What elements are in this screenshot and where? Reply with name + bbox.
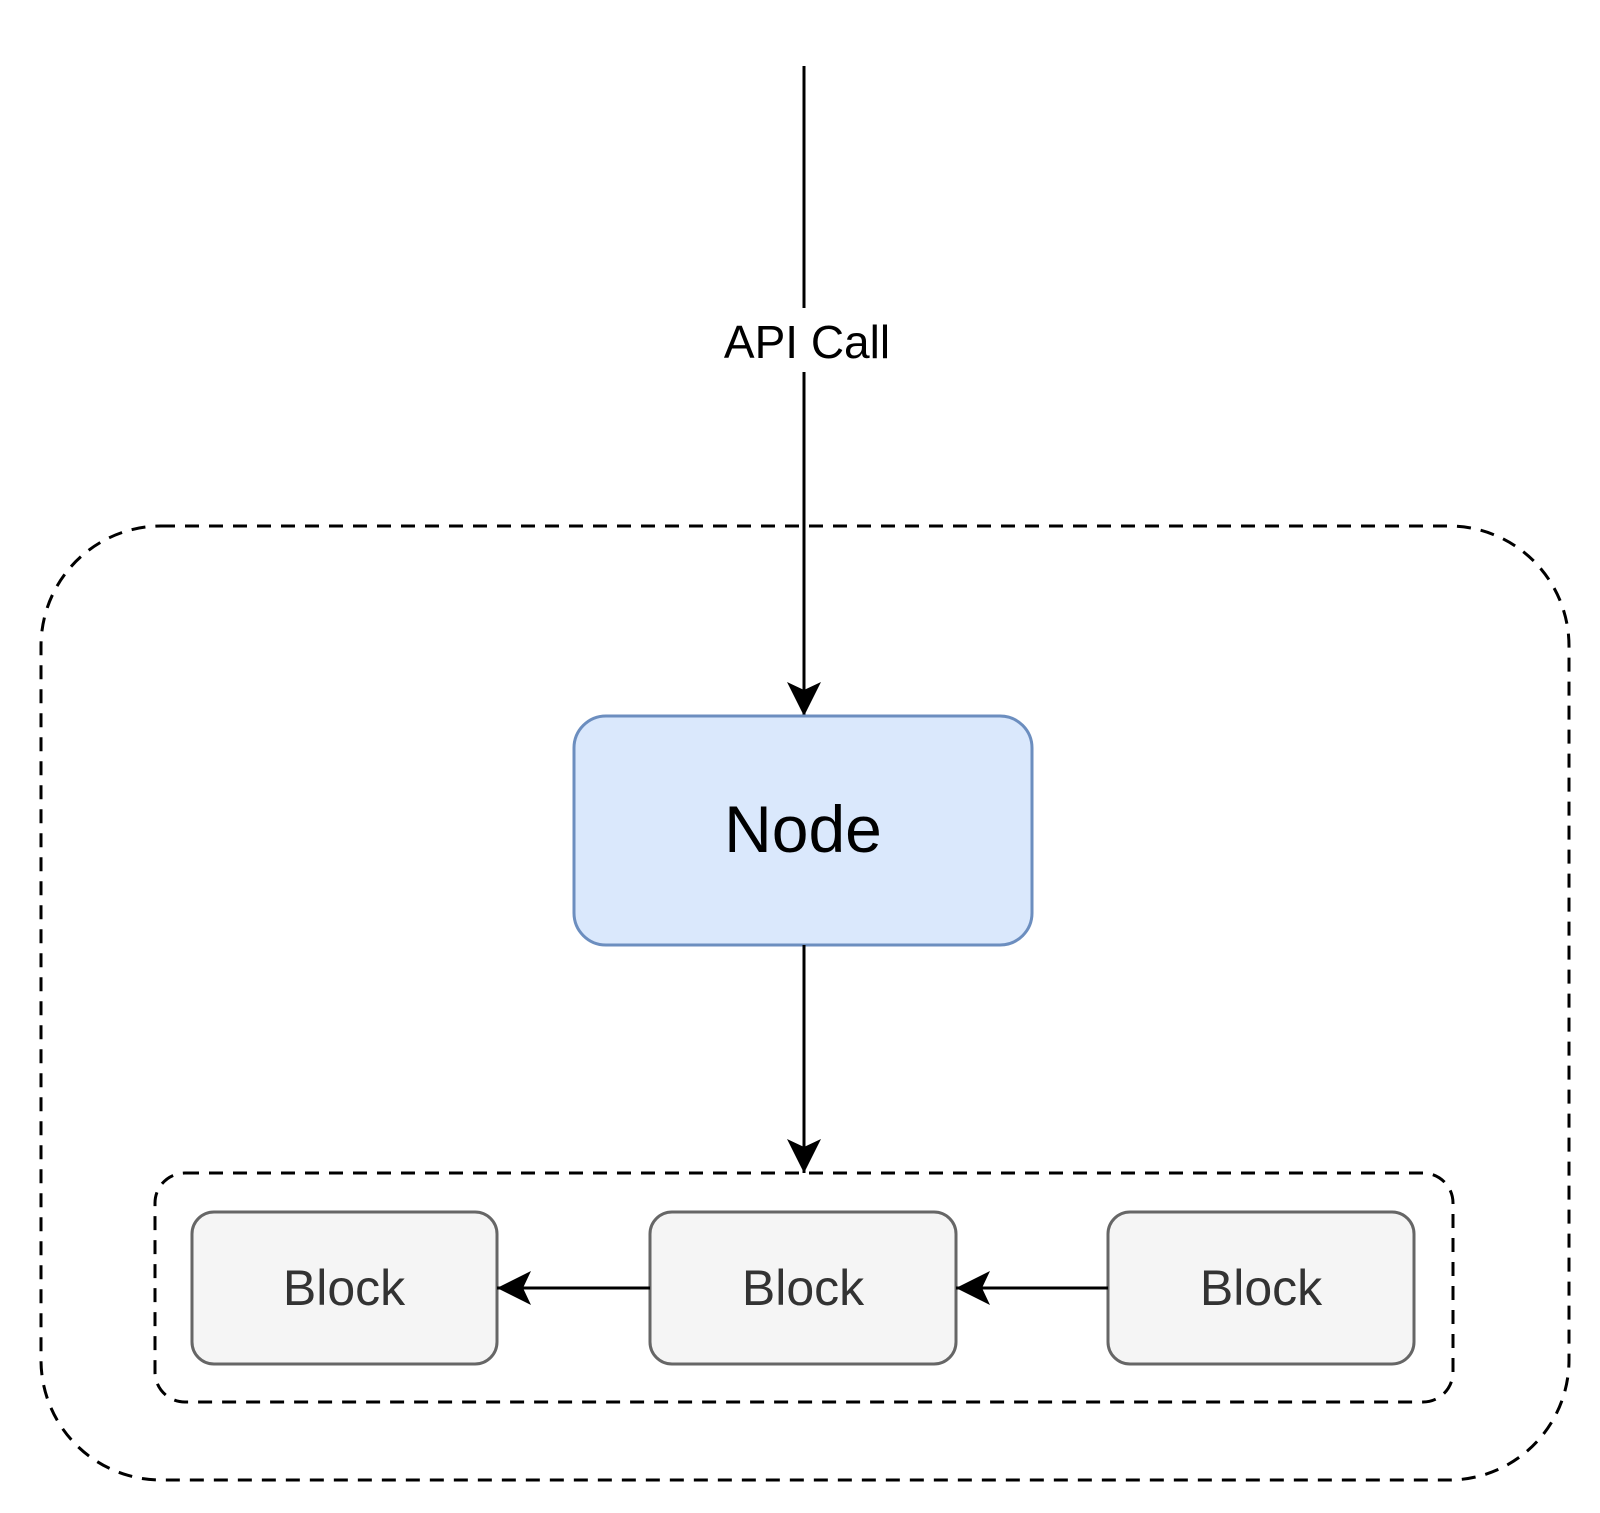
block-group-container: [153, 1171, 1455, 1404]
block-label-1: Block: [283, 1260, 406, 1316]
outer-container: [39, 524, 1571, 1482]
node-label: Node: [724, 792, 882, 866]
edge-label-api-call: API Call: [724, 316, 890, 368]
block-label-2: Block: [742, 1260, 865, 1316]
block-label-3: Block: [1200, 1260, 1323, 1316]
